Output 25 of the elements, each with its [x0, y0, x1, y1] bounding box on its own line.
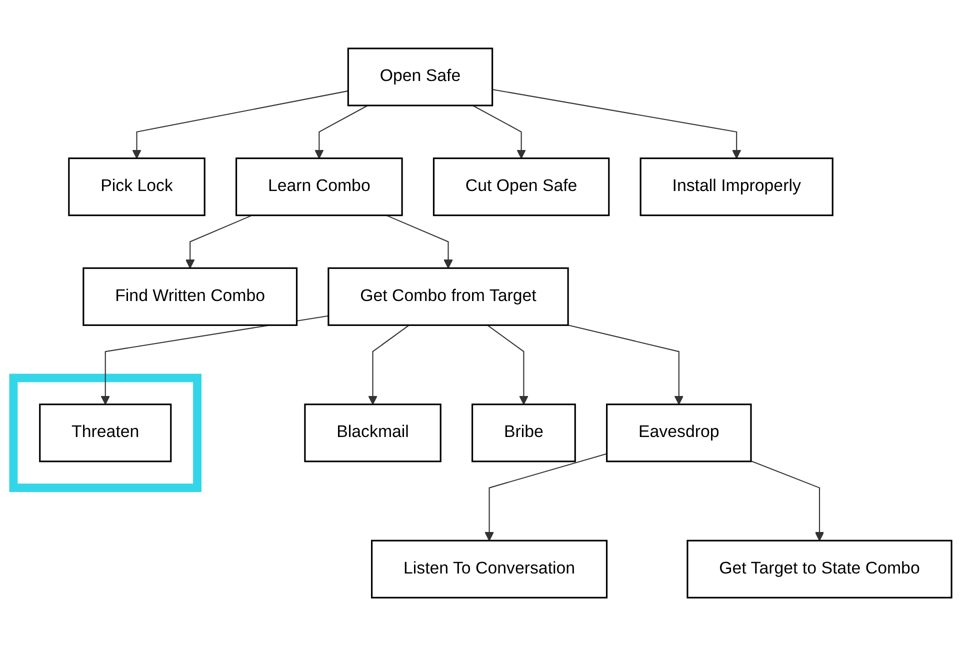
arrow — [314, 105, 368, 160]
node-box: Threaten — [39, 404, 172, 463]
arrow — [750, 461, 824, 542]
node-box: Blackmail — [304, 404, 442, 463]
cluster — [9, 374, 202, 492]
arrow — [132, 90, 348, 160]
node-box: Pick Lock — [68, 158, 206, 217]
node-box: Listen To Conversation — [371, 540, 608, 599]
node-box: Cut Open Safe — [432, 158, 610, 217]
arrow — [100, 316, 329, 406]
node-box: Find Written Combo — [82, 268, 298, 326]
node-box: Eavesdrop — [606, 404, 752, 463]
node-box: Install Improperly — [640, 158, 834, 217]
node-box: Get Target to State Combo — [686, 540, 952, 599]
arrow — [568, 325, 684, 406]
arrow — [368, 325, 410, 406]
node-box: Open Safe — [347, 48, 494, 107]
arrow — [492, 89, 742, 160]
arrow — [472, 105, 526, 160]
arrow — [487, 325, 528, 406]
node-box: Bribe — [472, 404, 576, 463]
arrow — [484, 454, 607, 542]
arrow — [185, 215, 252, 269]
node-box: Get Combo from Target — [328, 268, 569, 326]
node-box: Learn Combo — [235, 158, 403, 217]
